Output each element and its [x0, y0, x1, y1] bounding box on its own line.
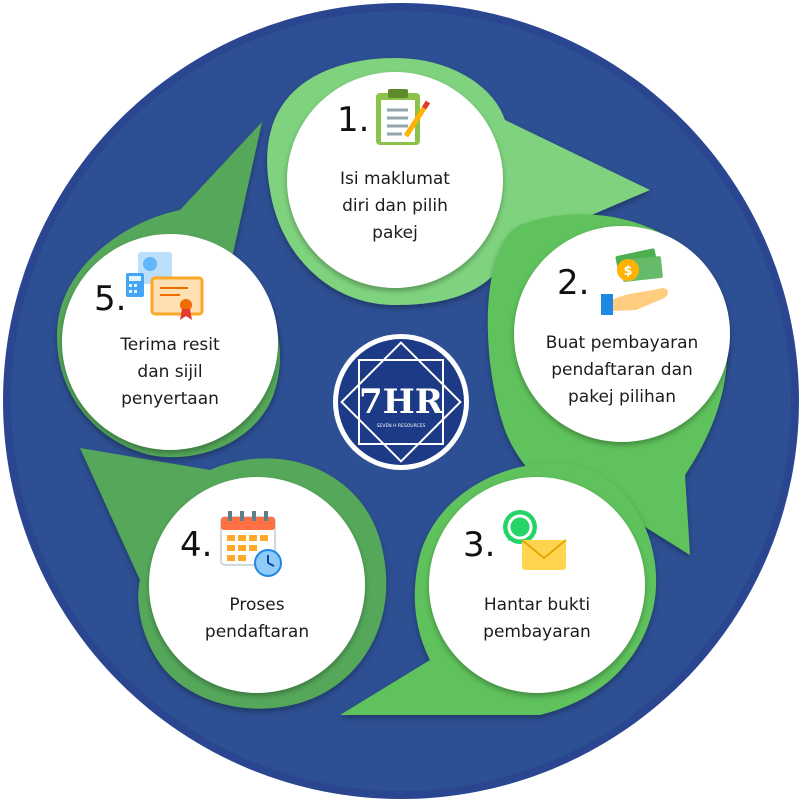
step-label-3-line-1: Hantar bukti — [483, 595, 591, 615]
step-number-5: 5. — [94, 279, 127, 319]
step-label-3-line-2: pembayaran — [483, 622, 591, 642]
step-label-2-line-3: pakej pilihan — [568, 387, 676, 407]
step-label-1-line-1: Isi maklumat — [340, 169, 450, 189]
step-label-2-line-2: pendaftaran dan — [551, 360, 693, 380]
step-label-1-line-2: diri dan pilih — [342, 196, 448, 216]
step-circle-1 — [287, 72, 503, 288]
step-label-2-line-1: Buat pembayaran — [545, 333, 699, 353]
step-label-4-line-2: pendaftaran — [204, 622, 310, 642]
step-label-3: Hantar bukti pembayaran — [457, 592, 617, 646]
step-circle-2 — [514, 226, 730, 442]
clipboard-form-icon — [376, 89, 431, 145]
whatsapp-envelope-icon — [503, 510, 567, 570]
step-number-1: 1. — [337, 100, 370, 140]
hand-money-icon: $ — [601, 248, 668, 315]
logo-mark: 7HR — [359, 382, 444, 422]
calendar-clock-icon — [220, 511, 282, 577]
step-label-5-line-3: penyertaan — [121, 389, 219, 409]
step-circle-5 — [62, 234, 278, 450]
logo-tagline: SEVEN H RESOURCES — [377, 423, 426, 429]
svg-text:$: $ — [623, 264, 632, 279]
step-circle-3 — [429, 477, 645, 693]
step-circle-4 — [149, 477, 365, 693]
step-number-3: 3. — [463, 525, 496, 565]
step-number-4: 4. — [180, 525, 213, 565]
receipt-certificate-icon — [126, 252, 204, 320]
step-label-1: Isi maklumat diri dan pilih pakej — [315, 166, 475, 247]
company-logo: 7HR SEVEN H RESOURCES — [333, 334, 469, 470]
step-number-2: 2. — [557, 263, 590, 303]
step-label-5-line-2: dan sijil — [137, 362, 203, 382]
step-label-5-line-1: Terima resit — [120, 335, 220, 355]
step-label-4-line-1: Proses — [229, 595, 285, 615]
step-label-5: Terima resit dan sijil penyertaan — [90, 332, 250, 413]
step-label-1-line-3: pakej — [372, 223, 418, 243]
step-label-4: Proses pendaftaran — [177, 592, 337, 646]
step-label-2: Buat pembayaran pendaftaran dan pakej pi… — [537, 330, 707, 411]
